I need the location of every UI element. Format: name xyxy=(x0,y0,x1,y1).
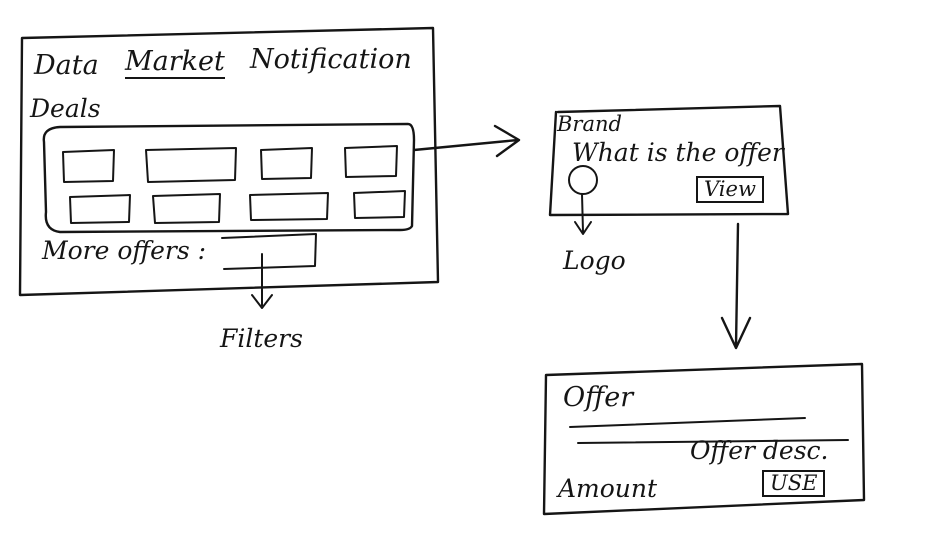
filters-arrow xyxy=(251,253,273,309)
offer-text: What is the offer xyxy=(572,138,784,167)
offer-detail-frame xyxy=(542,362,866,516)
offer-title-line xyxy=(569,417,806,428)
section-title-deals: Deals xyxy=(30,94,101,123)
card-to-detail-arrow xyxy=(720,222,752,350)
tab-notification[interactable]: Notification xyxy=(250,44,412,75)
brand-label: Brand xyxy=(557,112,622,136)
logo-circle xyxy=(568,165,598,195)
deal-cell xyxy=(69,194,131,224)
deal-cell xyxy=(344,145,398,178)
deal-cell xyxy=(145,147,237,183)
tab-market[interactable]: Market xyxy=(125,46,225,79)
filters-label: Filters xyxy=(220,324,303,353)
more-offers-field xyxy=(221,233,317,270)
home-screen-frame xyxy=(18,26,440,297)
deal-cell xyxy=(249,192,329,221)
use-button[interactable]: USE xyxy=(762,470,826,497)
deal-card-frame xyxy=(548,104,790,217)
offer-description: Offer desc. xyxy=(690,436,829,465)
logo-label: Logo xyxy=(563,246,626,275)
tab-data[interactable]: Data xyxy=(34,50,99,81)
deal-cell xyxy=(260,147,313,180)
deal-cell xyxy=(353,190,406,219)
more-offers-label: More offers : xyxy=(42,236,207,265)
deal-cell xyxy=(62,149,115,183)
logo-arrow xyxy=(574,193,592,235)
deals-carousel xyxy=(42,122,416,234)
offer-detail-title: Offer xyxy=(563,382,634,413)
deal-cell xyxy=(152,193,221,224)
carousel-to-card-arrow xyxy=(412,124,521,158)
view-button[interactable]: View xyxy=(696,176,764,203)
offer-divider-line xyxy=(577,439,849,444)
amount-label: Amount xyxy=(558,474,658,503)
